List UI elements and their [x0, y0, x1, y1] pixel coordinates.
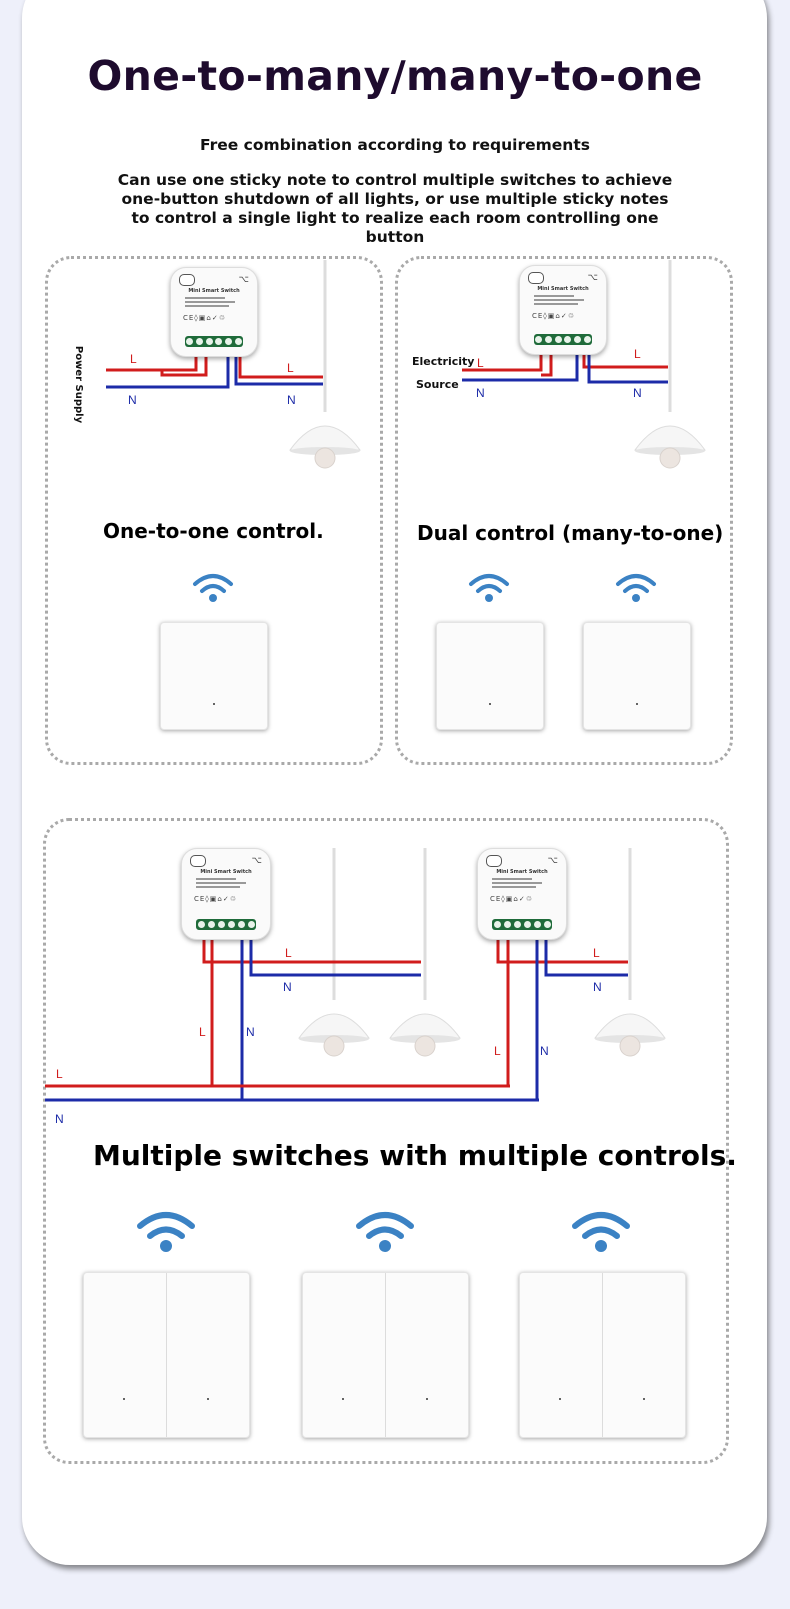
page-title: One-to-many/many-to-one	[87, 52, 703, 100]
wifi-icon: ⌥	[251, 856, 262, 866]
wire-label-live: L	[130, 352, 137, 366]
smart-switch-module: ⌥ Mini Smart Switch CE◊▣⌂✓♲	[477, 848, 567, 940]
pendant-lamp-icon	[298, 1013, 370, 1057]
pendant-lamp-icon	[389, 1013, 461, 1057]
wire-label-neutral: N	[246, 1025, 255, 1039]
pendant-lamp-icon	[634, 425, 706, 469]
module-logo-icon	[190, 855, 206, 867]
wire-label-neutral: N	[593, 980, 602, 994]
wire-label-live: L	[285, 946, 292, 960]
wire-label-neutral: N	[540, 1044, 549, 1058]
certification-icons: CE◊▣⌂✓♲	[194, 895, 237, 903]
module-logo-icon	[486, 855, 502, 867]
wireless-switch	[583, 622, 691, 730]
panel-one-to-one	[45, 256, 383, 765]
panel-dual-control	[395, 256, 733, 765]
wiring-panel-3	[45, 848, 632, 1102]
terminal-block	[185, 336, 243, 347]
pendant-lamp-icon	[289, 425, 361, 469]
wire-label-neutral: N	[283, 980, 292, 994]
wire-label-live: L	[199, 1025, 206, 1039]
wifi-icon	[193, 574, 233, 602]
page-subtitle: Free combination according to requiremen…	[200, 136, 590, 154]
source-label: Source	[416, 378, 459, 391]
wireless-switch-double	[83, 1272, 250, 1438]
wire-label-neutral: N	[633, 386, 642, 400]
wireless-switch	[160, 622, 268, 730]
wifi-icon: ⌥	[238, 275, 249, 285]
pendant-lamp-icon	[594, 1013, 666, 1057]
wiring-panel-1	[106, 260, 327, 412]
panel-dual-title: Dual control (many-to-one)	[417, 521, 724, 545]
module-logo-icon	[528, 272, 544, 284]
terminal-block	[534, 334, 592, 345]
terminal-block	[196, 919, 256, 930]
wifi-icon: ⌥	[547, 856, 558, 866]
wifi-icon	[469, 574, 509, 602]
smart-switch-module: ⌥ Mini Smart Switch CE◊▣⌂✓♲	[170, 267, 258, 357]
electricity-label: Electricity	[412, 355, 475, 368]
panel-multi-control	[43, 818, 729, 1464]
wifi-icon	[137, 1212, 195, 1252]
module-label: Mini Smart Switch	[200, 869, 252, 875]
wire-label-live: L	[56, 1067, 63, 1081]
wireless-switch-double	[302, 1272, 469, 1438]
module-label: Mini Smart Switch	[496, 869, 548, 875]
wire-label-live: L	[477, 356, 484, 370]
certification-icons: CE◊▣⌂✓♲	[490, 895, 533, 903]
power-supply-label: Power Supply	[73, 345, 85, 424]
wifi-icon	[572, 1212, 630, 1252]
wire-label-live: L	[593, 946, 600, 960]
module-label: Mini Smart Switch	[188, 288, 240, 294]
terminal-block	[492, 919, 552, 930]
panel-multi-title: Multiple switches with multiple controls…	[93, 1139, 737, 1172]
module-logo-icon	[179, 274, 195, 286]
wifi-icon	[616, 574, 656, 602]
certification-icons: CE◊▣⌂✓♲	[532, 312, 575, 320]
page-description: Can use one sticky note to control multi…	[117, 171, 673, 246]
smart-switch-module: ⌥ Mini Smart Switch CE◊▣⌂✓♲	[519, 265, 607, 355]
module-label: Mini Smart Switch	[537, 286, 589, 292]
wire-label-live: L	[494, 1044, 501, 1058]
wire-label-live: L	[287, 361, 294, 375]
wifi-icon	[356, 1212, 414, 1252]
wire-label-neutral: N	[55, 1112, 64, 1126]
smart-switch-module: ⌥ Mini Smart Switch CE◊▣⌂✓♲	[181, 848, 271, 940]
wire-label-neutral: N	[128, 393, 137, 407]
wire-label-neutral: N	[476, 386, 485, 400]
wire-label-neutral: N	[287, 393, 296, 407]
wireless-switch-double	[519, 1272, 686, 1438]
wifi-icon: ⌥	[587, 273, 598, 283]
wire-label-live: L	[634, 347, 641, 361]
wireless-switch	[436, 622, 544, 730]
panel-one-to-one-title: One-to-one control.	[103, 519, 324, 543]
wiring-panel-2	[462, 260, 672, 412]
certification-icons: CE◊▣⌂✓♲	[183, 314, 226, 322]
